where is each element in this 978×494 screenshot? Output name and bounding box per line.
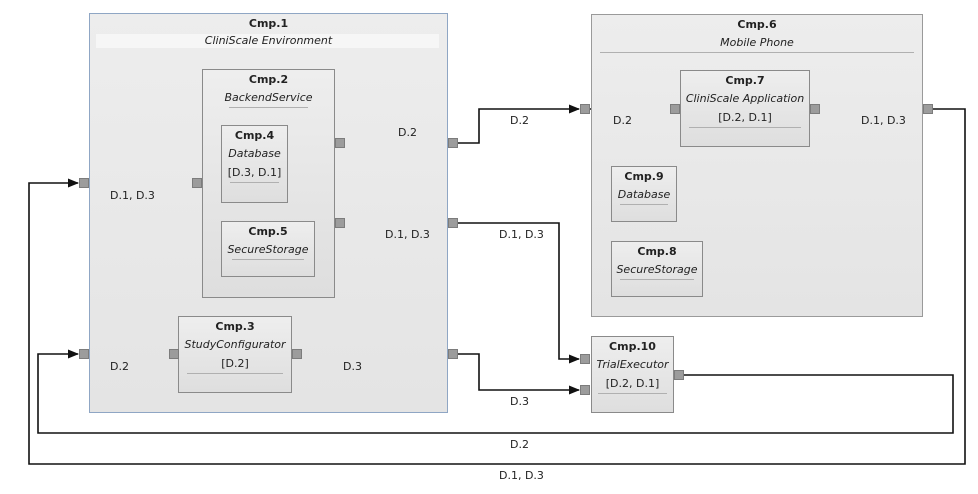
port-cmp10-left-in-bottom[interactable] [580, 385, 590, 395]
port-cmp10-left-in-top[interactable] [580, 354, 590, 364]
component-name: Database [617, 188, 671, 201]
component-cmp8[interactable]: Cmp.8 SecureStorage [611, 241, 703, 297]
component-tag: [D.2, D.1] [605, 377, 660, 390]
port-cmp10-right-out[interactable] [674, 370, 684, 380]
component-tag: [D.2] [221, 357, 249, 370]
component-name: SecureStorage [616, 263, 698, 276]
port-cmp2-right-out-top[interactable] [335, 138, 345, 148]
flow-label: D.1, D.3 [499, 228, 544, 241]
port-cmp6-right-out[interactable] [923, 104, 933, 114]
component-tag: [D.2, D.1] [718, 111, 772, 124]
port-cmp1-right-out-bottom[interactable] [448, 349, 458, 359]
flow-label: D.2 [510, 114, 529, 127]
flow-label: D.1, D.3 [385, 228, 430, 241]
flow-label: D.2 [510, 438, 529, 451]
tag-underline [689, 127, 801, 128]
flow-label: D.1, D.3 [499, 469, 544, 482]
component-name: CliniScale Application [685, 92, 805, 105]
component-id: Cmp.5 [248, 225, 288, 238]
component-id: Cmp.8 [637, 245, 677, 258]
component-name: BackendService [224, 91, 313, 104]
flow-label: D.1, D.3 [861, 114, 906, 127]
port-cmp3-left-in[interactable] [169, 349, 179, 359]
component-id: Cmp.7 [725, 74, 765, 87]
component-name: TrialExecutor [596, 358, 669, 371]
name-bar [96, 34, 439, 48]
component-id: Cmp.1 [248, 17, 289, 30]
flow-d1d3-to-cmp10 [457, 222, 581, 364]
component-name: SecureStorage [227, 243, 309, 256]
port-cmp1-right-out-top[interactable] [448, 138, 458, 148]
component-cmp10[interactable]: Cmp.10 TrialExecutor [D.2, D.1] [591, 336, 674, 413]
flow-label: D.3 [343, 360, 362, 373]
component-cmp7[interactable]: Cmp.7 CliniScale Application [D.2, D.1] [680, 70, 810, 147]
component-cmp5[interactable]: Cmp.5 SecureStorage [221, 221, 315, 277]
flow-label: D.3 [510, 395, 529, 408]
tag-underline [598, 393, 667, 394]
flow-label: D.2 [398, 126, 417, 139]
flow-label: D.1, D.3 [110, 189, 155, 202]
port-cmp7-right-out[interactable] [810, 104, 820, 114]
port-cmp3-right-out[interactable] [292, 349, 302, 359]
component-cmp4[interactable]: Cmp.4 Database [D.3, D.1] [221, 125, 288, 203]
flow-d1d3-outer-loop [28, 108, 966, 465]
component-name: Database [228, 147, 281, 160]
port-cmp6-left-in[interactable] [580, 104, 590, 114]
component-name: CliniScale Environment [204, 34, 333, 47]
name-underline [232, 259, 304, 260]
component-cmp3[interactable]: Cmp.3 StudyConfigurator [D.2] [178, 316, 292, 393]
tag-underline [187, 373, 283, 374]
component-id: Cmp.6 [737, 18, 777, 31]
component-tag: [D.3, D.1] [227, 166, 282, 179]
component-id: Cmp.2 [248, 73, 289, 86]
flow-label: D.2 [110, 360, 129, 373]
component-name: StudyConfigurator [184, 338, 286, 351]
port-cmp2-left-in[interactable] [192, 178, 202, 188]
port-cmp1-left-in-top[interactable] [79, 178, 89, 188]
component-cmp9[interactable]: Cmp.9 Database [611, 166, 677, 222]
flow-d3-to-cmp10 [457, 353, 581, 395]
name-underline [600, 52, 914, 53]
tag-underline [230, 182, 279, 183]
name-underline [229, 107, 308, 108]
name-underline [620, 204, 668, 205]
component-name: Mobile Phone [720, 36, 794, 49]
flow-d2-to-cmp6 [457, 104, 581, 144]
component-id: Cmp.3 [215, 320, 255, 333]
flow-label: D.2 [613, 114, 632, 127]
component-id: Cmp.10 [609, 340, 656, 353]
port-cmp1-right-out-middle[interactable] [448, 218, 458, 228]
component-id: Cmp.9 [624, 170, 664, 183]
component-id: Cmp.4 [234, 129, 275, 142]
port-cmp1-left-in-bottom[interactable] [79, 349, 89, 359]
name-underline [620, 279, 694, 280]
flow-d2-loop [37, 349, 954, 434]
port-cmp7-left-in[interactable] [670, 104, 680, 114]
port-cmp2-right-out-bottom[interactable] [335, 218, 345, 228]
